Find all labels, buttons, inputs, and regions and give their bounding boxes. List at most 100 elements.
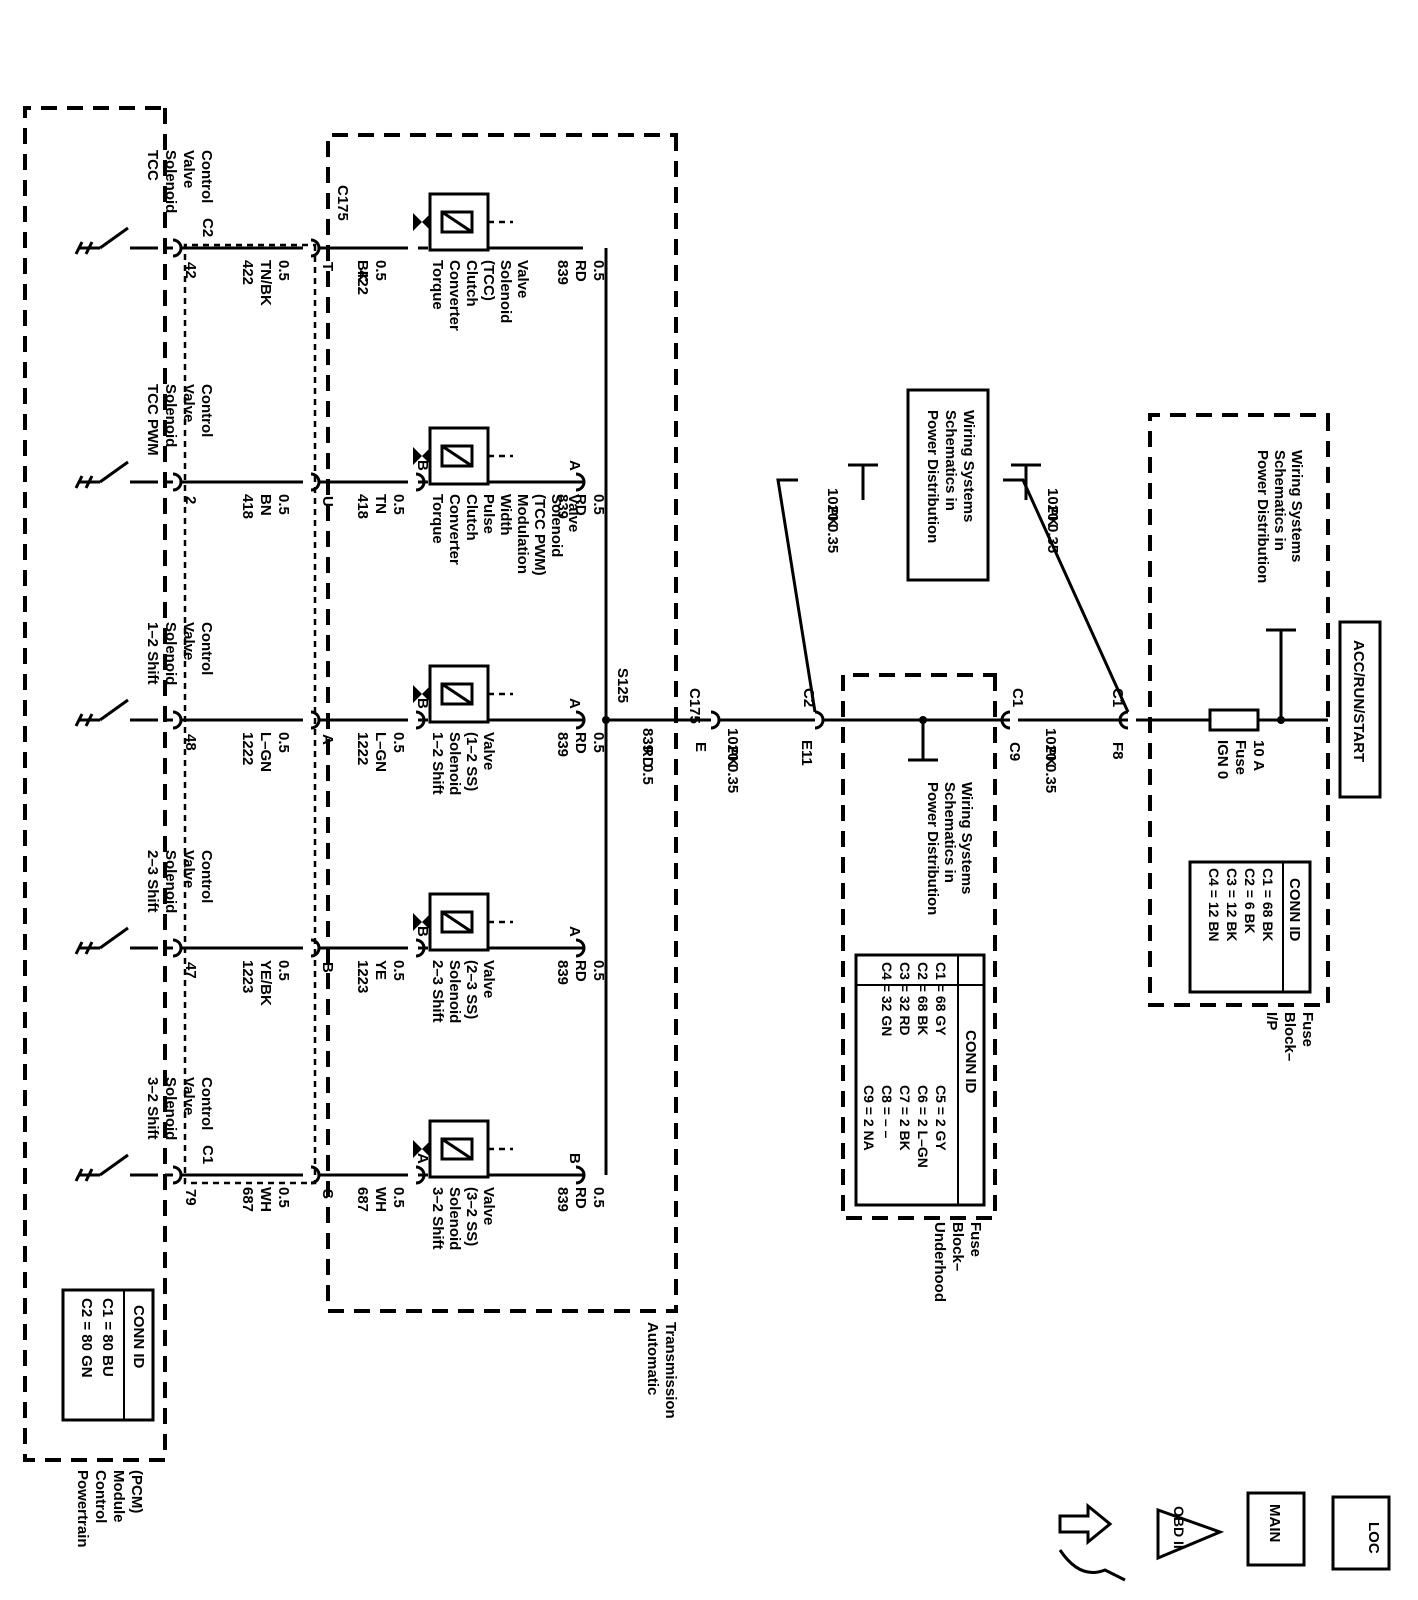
fuse-block-underhood-name: Fuse Block– Underhood (931, 1222, 984, 1302)
ground-icon (74, 713, 84, 727)
wire-pcm-label: TN/BK (257, 260, 274, 306)
svg-text:PK: PK (1042, 746, 1059, 767)
wire-839-label: RD (572, 732, 589, 754)
svg-text:PK: PK (724, 746, 741, 767)
wire-trans-label: 0.5 (390, 494, 407, 515)
svg-text:839: 839 (639, 728, 656, 753)
fuse-block-underhood-box (841, 673, 997, 1220)
pcm-connector (172, 938, 183, 958)
ip-c1-pin: F8 (1109, 742, 1126, 760)
pcm-connector (172, 238, 183, 258)
wire-839-label: 0.5 (590, 732, 607, 753)
svg-text:Wiring Systems: Wiring Systems (960, 410, 977, 522)
pcm-connector (172, 710, 183, 730)
solenoid-label: Width (497, 494, 514, 536)
pcm-control-label: Control (198, 150, 215, 203)
svg-text:C2 = 68 BK: C2 = 68 BK (915, 962, 931, 1036)
svg-text:C6 = 2 L–GN: C6 = 2 L–GN (915, 1085, 931, 1168)
solenoid-label: Valve (480, 732, 497, 770)
valve-icon (413, 447, 422, 465)
wire-839-label: 839 (554, 494, 571, 519)
pcm-control-label: 1–2 Shift (144, 622, 161, 685)
svg-text:10 A: 10 A (1250, 740, 1267, 771)
harness-icon[interactable] (1058, 1502, 1126, 1582)
solenoid-label: (TCC PWM) (531, 494, 548, 576)
solenoid-connector-high (575, 710, 586, 730)
solenoid-pin-high: A (566, 698, 583, 709)
transmission-name: Automatic Transmission (644, 1322, 679, 1419)
svg-text:CONN ID: CONN ID (962, 1030, 979, 1094)
pcm-pin: 79 (182, 1189, 199, 1206)
loc-icon[interactable]: LOC (1331, 1495, 1391, 1571)
underhood-power-dist-ref: Power Distribution Schematics in Wiring … (924, 782, 975, 915)
wire-pcm-label: 422 (239, 260, 256, 285)
wire-839-main-label: 839 RD 0.5 (639, 728, 656, 785)
svg-text:Power Distribution: Power Distribution (924, 410, 941, 543)
svg-text:C3 = 32 RD: C3 = 32 RD (897, 962, 913, 1036)
wire-pcm-label: 0.5 (275, 960, 292, 981)
wire-839-label: RD (572, 960, 589, 982)
svg-text:C3 = 12 BK: C3 = 12 BK (1224, 868, 1240, 942)
c175-pin: T (319, 262, 336, 271)
underhood-c1-connector (1000, 710, 1011, 730)
svg-text:Wiring Systems: Wiring Systems (958, 782, 975, 894)
c175-pin: B (319, 962, 336, 973)
pcm-pin: 47 (182, 962, 199, 979)
svg-text:Power Distribution: Power Distribution (1254, 450, 1271, 583)
wire-pcm-label: 0.5 (275, 260, 292, 281)
wire-trans-label: 0.5 (390, 732, 407, 753)
solenoid-label: Valve (565, 494, 582, 532)
wire-839-label: 0.5 (590, 1187, 607, 1208)
c175-main-label: C175 (686, 688, 703, 724)
svg-text:C7 = 2 BK: C7 = 2 BK (897, 1085, 913, 1151)
solenoid-connector-high (575, 1165, 586, 1185)
pcm-switch (99, 226, 129, 250)
wire-trans-label: 1223 (354, 960, 371, 993)
wire-trans-label: L–GN (372, 732, 389, 772)
svg-text:0.35: 0.35 (824, 524, 841, 553)
wire-pcm-label: WH (257, 1187, 274, 1212)
pcm-control-label: Control (198, 384, 215, 437)
pcm-connector (172, 472, 183, 492)
c175-main-connector (710, 710, 721, 730)
svg-text:Fuse: Fuse (1299, 1012, 1316, 1047)
solenoid-pin-high: A (566, 926, 583, 937)
valve-icon (413, 213, 422, 231)
solenoid-label: Solenoid (548, 494, 565, 557)
wire-pcm-label: 0.5 (275, 1187, 292, 1208)
solenoid-label: 2–3 Shift (429, 960, 446, 1023)
solenoid-pin-low: B (414, 926, 431, 937)
main-icon[interactable]: MAIN (1246, 1491, 1306, 1567)
ip-power-dist-ref: Power Distribution Schematics in Wiring … (1254, 450, 1305, 583)
pcm-control-label: Solenoid (162, 1077, 179, 1140)
pcm-conn-id-table: CONN ID C1 = 80 BU C2 = 80 GN (61, 1288, 155, 1422)
svg-text:MAIN: MAIN (1266, 1504, 1283, 1542)
transmission-box (326, 133, 678, 1313)
svg-text:Fuse: Fuse (1232, 740, 1249, 775)
svg-text:PK: PK (824, 506, 841, 527)
solenoid-pin-high: A (566, 460, 583, 471)
pcm-control-label: TCC PWM (144, 384, 161, 456)
obd-ii-icon[interactable]: OBD II (1156, 1506, 1225, 1561)
pcm-module-box (23, 106, 167, 1462)
pcm-control-label: Control (198, 1077, 215, 1130)
pcm-switch (99, 460, 129, 484)
c175-harness-outline (183, 243, 317, 1185)
pcm-c2-label: C2 (199, 218, 216, 237)
solenoid-connector-high (575, 472, 586, 492)
svg-text:Schematics in: Schematics in (941, 782, 958, 883)
valve-icon (413, 685, 422, 703)
pcm-control-label: Solenoid (162, 622, 179, 685)
underhood-c1-pin: C9 (1006, 742, 1023, 761)
solenoid-pin-high: B (566, 1153, 583, 1164)
svg-text:Block–: Block– (1281, 1012, 1298, 1061)
solenoid-label: Pulse (480, 494, 497, 534)
svg-text:Powertrain: Powertrain (74, 1470, 91, 1548)
svg-text:C1 = 68 BK: C1 = 68 BK (1260, 868, 1276, 942)
wire-1020-branch-left-label: 1020 PK 0.35 (824, 488, 841, 553)
c175-main-pin: E (692, 742, 709, 752)
underhood-c2-pin: E11 (798, 740, 815, 766)
